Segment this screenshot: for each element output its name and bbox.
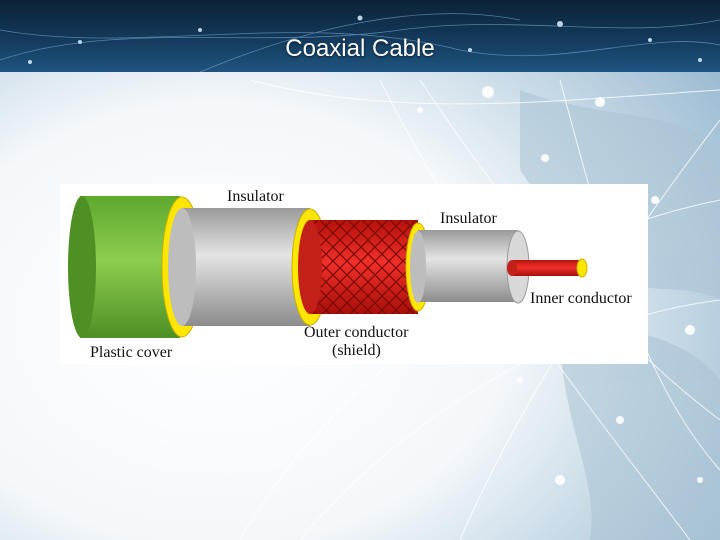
inner-insulator-layer xyxy=(405,222,530,312)
label-insulator-outer: Insulator xyxy=(227,188,284,205)
label-outer-conductor: Outer conductor xyxy=(304,324,409,341)
shield-layer xyxy=(291,208,418,326)
outer-insulator-layer xyxy=(161,196,310,338)
coaxial-cable-figure: Insulator Insulator Inner conductor Oute… xyxy=(60,184,648,364)
inner-conductor-wire xyxy=(507,258,588,278)
label-inner-conductor: Inner conductor xyxy=(530,290,632,307)
label-outer-conductor-shield: (shield) xyxy=(332,342,381,359)
coaxial-cable-diagram xyxy=(68,196,588,338)
label-insulator-inner: Insulator xyxy=(440,210,497,227)
label-plastic-cover: Plastic cover xyxy=(90,344,173,361)
slide-title: Coaxial Cable xyxy=(285,35,435,62)
title-bar: Coaxial Cable xyxy=(0,0,720,72)
plastic-cover-layer xyxy=(68,196,180,338)
title-bar-decoration xyxy=(0,13,720,72)
